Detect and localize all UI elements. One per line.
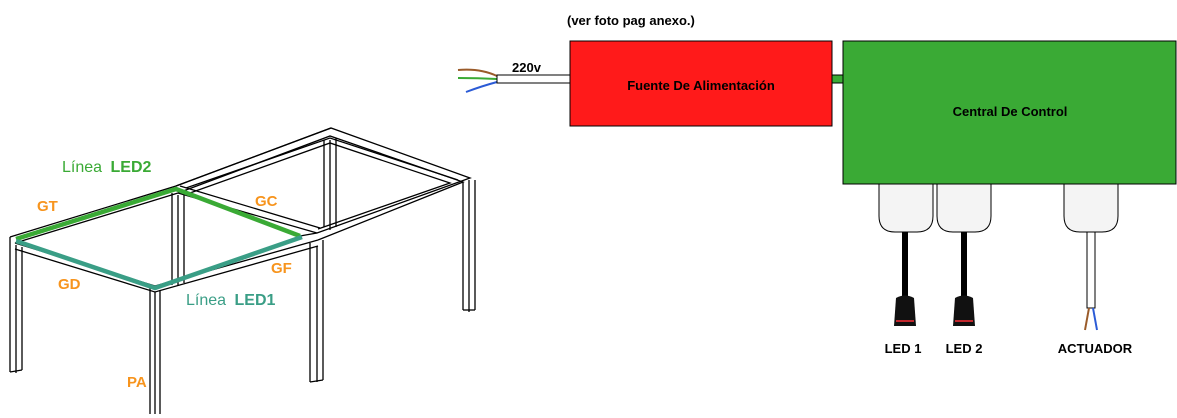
control-center-label: Central De Control bbox=[953, 104, 1068, 119]
output-actuator-label: ACTUADOR bbox=[1058, 341, 1133, 356]
power-supply-label: Fuente De Alimentación bbox=[627, 78, 775, 93]
led2-connector bbox=[953, 295, 975, 326]
led1-gland bbox=[878, 183, 934, 233]
led1-line bbox=[15, 234, 303, 291]
output-led2-label: LED 2 bbox=[946, 341, 983, 356]
actuator-cable bbox=[1086, 231, 1096, 309]
led2-line-prefix: Línea bbox=[62, 159, 102, 176]
label-gt: GT bbox=[37, 198, 58, 215]
control-center-box bbox=[842, 40, 1177, 185]
actuator-gland bbox=[1063, 183, 1119, 233]
led2-gland bbox=[936, 183, 992, 233]
led2-line-name: LED2 bbox=[111, 159, 152, 176]
led2-line-label: Línea LED2 bbox=[62, 159, 152, 176]
label-gc: GC bbox=[255, 193, 278, 210]
annex-note: (ver foto pag anexo.) bbox=[567, 13, 695, 28]
label-pa: PA bbox=[127, 374, 147, 391]
label-gf: GF bbox=[271, 260, 292, 277]
led2-line bbox=[15, 186, 301, 242]
led1-line-name: LED1 bbox=[235, 292, 276, 309]
led1-line-label: Línea LED1 bbox=[186, 292, 276, 309]
input-cable bbox=[457, 68, 571, 93]
power-supply-box bbox=[569, 40, 833, 127]
actuator-wire-blue bbox=[1092, 307, 1098, 331]
pergola-frame bbox=[9, 127, 476, 414]
led2-cable bbox=[961, 232, 967, 298]
voltage-label: 220v bbox=[512, 60, 542, 75]
output-led1-label: LED 1 bbox=[885, 341, 922, 356]
led1-cable bbox=[902, 232, 908, 298]
led1-line-prefix: Línea bbox=[186, 292, 226, 309]
actuator-wire-brown bbox=[1084, 307, 1090, 331]
supply-connector bbox=[831, 74, 844, 84]
led1-connector bbox=[894, 295, 916, 326]
label-gd: GD bbox=[58, 276, 81, 293]
